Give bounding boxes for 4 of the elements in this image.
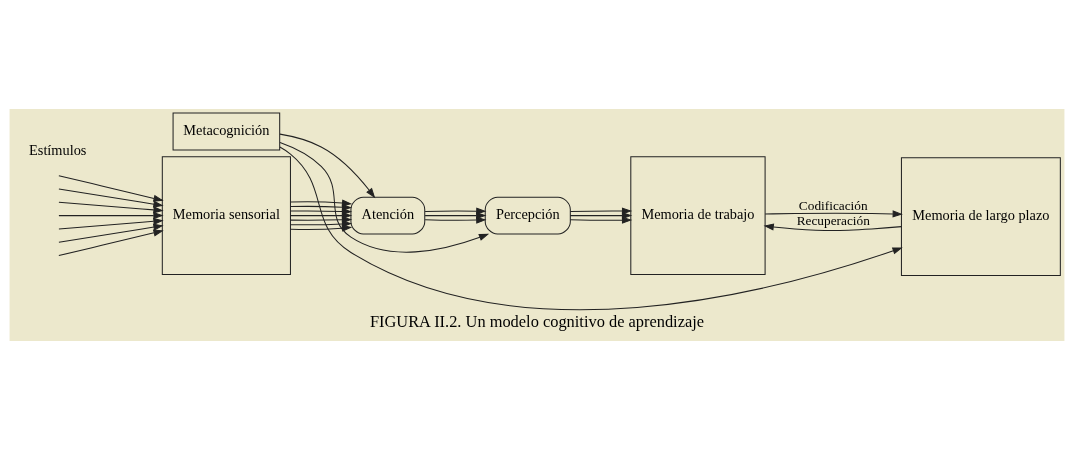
label: Estímulos [29,141,87,158]
edge-label: Codificación [798,197,868,213]
edge-label: Recuperación [796,212,870,228]
caption: FIGURA II.2. Un modelo cognitivo de aprendizaje [369,311,705,331]
